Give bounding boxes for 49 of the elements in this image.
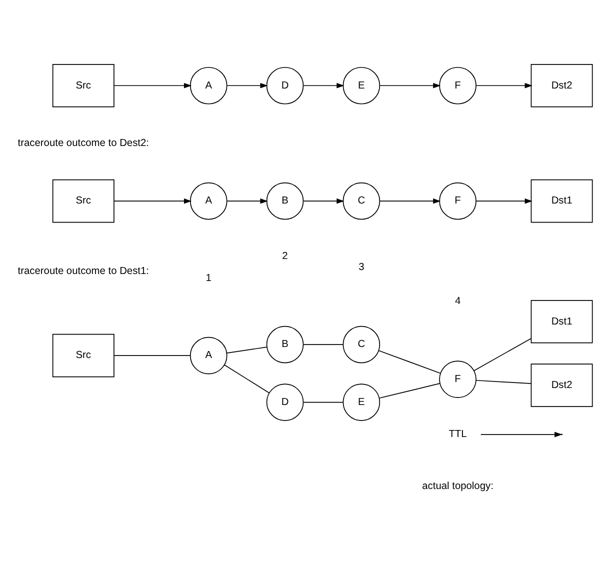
node-box: Dst2 [530, 364, 593, 407]
arrow [303, 198, 344, 204]
node-circle: E [342, 66, 380, 104]
node-circle: C [342, 182, 380, 220]
arrow [114, 198, 192, 204]
connector [303, 402, 344, 403]
connector [379, 383, 440, 399]
node-circle: F [439, 66, 476, 104]
connector [224, 364, 270, 394]
node-circle: A [190, 336, 228, 374]
label: 4 [454, 296, 461, 307]
arrow [379, 198, 441, 204]
node-circle: E [342, 384, 380, 421]
connector [476, 380, 532, 384]
node-box: Dst1 [530, 179, 593, 223]
label: 1 [206, 272, 212, 284]
arrow [303, 82, 344, 88]
node-circle: C [342, 326, 380, 364]
node-circle: F [439, 360, 476, 398]
node-circle: B [266, 182, 304, 220]
label: 2 [282, 250, 288, 262]
label: actual topology: [422, 480, 494, 492]
node-circle: B [266, 326, 304, 364]
label: traceroute outcome to Dest1: [18, 266, 149, 278]
label: traceroute outcome to Dest2: [18, 138, 149, 149]
arrow [480, 432, 562, 438]
label: 3 [358, 262, 364, 273]
arrow [226, 198, 268, 204]
node-box: Dst1 [530, 300, 593, 344]
arrow [114, 82, 192, 88]
node-circle: A [190, 66, 228, 104]
connector [474, 338, 532, 372]
connector [114, 355, 191, 356]
node-circle: D [266, 66, 304, 104]
node-circle: D [266, 384, 304, 421]
connector [303, 344, 344, 345]
arrow [476, 82, 532, 88]
arrow [379, 82, 441, 88]
node-box: Src [52, 64, 114, 108]
node-circle: F [439, 182, 476, 220]
connector [378, 350, 441, 374]
node-box: Dst2 [530, 64, 593, 108]
arrow [476, 198, 532, 204]
node-box: Src [52, 334, 114, 378]
node-circle: A [190, 182, 228, 220]
node-text: TTL [448, 429, 467, 440]
arrow [226, 82, 268, 88]
node-box: Src [52, 179, 114, 223]
connector [226, 346, 268, 354]
